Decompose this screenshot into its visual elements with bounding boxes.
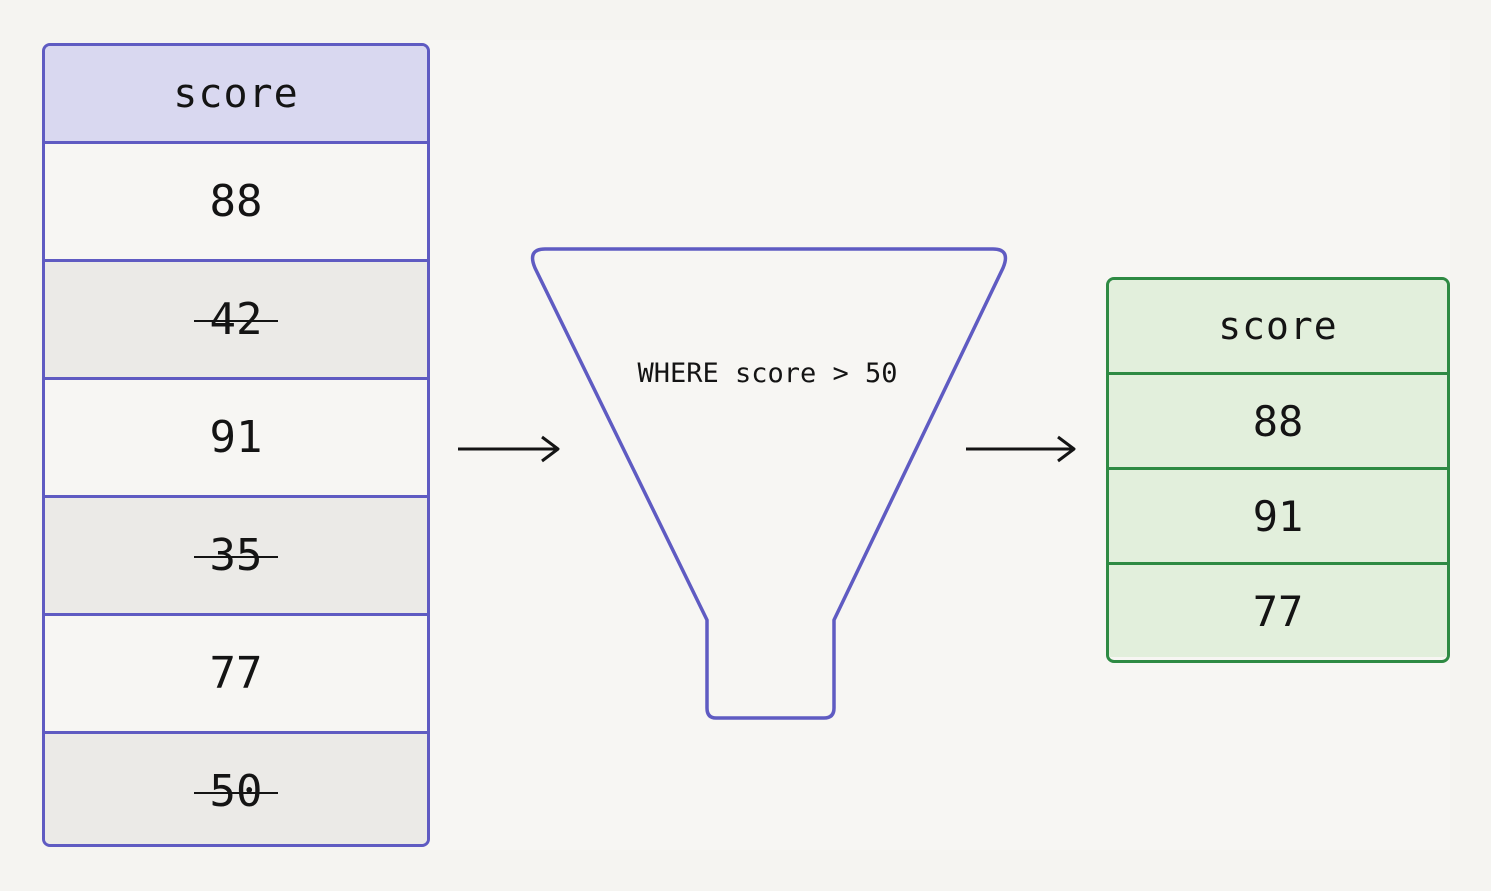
struck-value: 42 xyxy=(193,294,279,345)
source-table-header: score xyxy=(45,46,427,141)
funnel-icon xyxy=(530,247,1008,720)
arrow-in-head xyxy=(541,435,560,463)
source-row-kept: 77 xyxy=(45,613,427,731)
row-value: 91 xyxy=(209,412,263,463)
result-table-header: score xyxy=(1109,280,1447,372)
struck-value: 35 xyxy=(193,530,279,581)
source-row-dropped: 50 xyxy=(45,731,427,844)
arrow-out-head xyxy=(1057,435,1076,463)
source-row-kept: 91 xyxy=(45,377,427,495)
strikethrough-line xyxy=(193,555,279,558)
strikethrough-line xyxy=(193,319,279,322)
row-value: 77 xyxy=(209,648,263,699)
source-table: score 88 42 91 35 77 50 xyxy=(42,43,430,847)
result-row: 77 xyxy=(1109,562,1447,657)
struck-value: 50 xyxy=(193,766,279,817)
result-row: 91 xyxy=(1109,467,1447,562)
result-table: score 88 91 77 xyxy=(1106,277,1450,663)
source-row-dropped: 35 xyxy=(45,495,427,613)
row-value: 88 xyxy=(209,176,263,227)
result-row: 88 xyxy=(1109,372,1447,467)
filter-condition: WHERE score > 50 xyxy=(637,358,898,389)
source-row-kept: 88 xyxy=(45,141,427,259)
strikethrough-line xyxy=(193,791,279,794)
source-row-dropped: 42 xyxy=(45,259,427,377)
